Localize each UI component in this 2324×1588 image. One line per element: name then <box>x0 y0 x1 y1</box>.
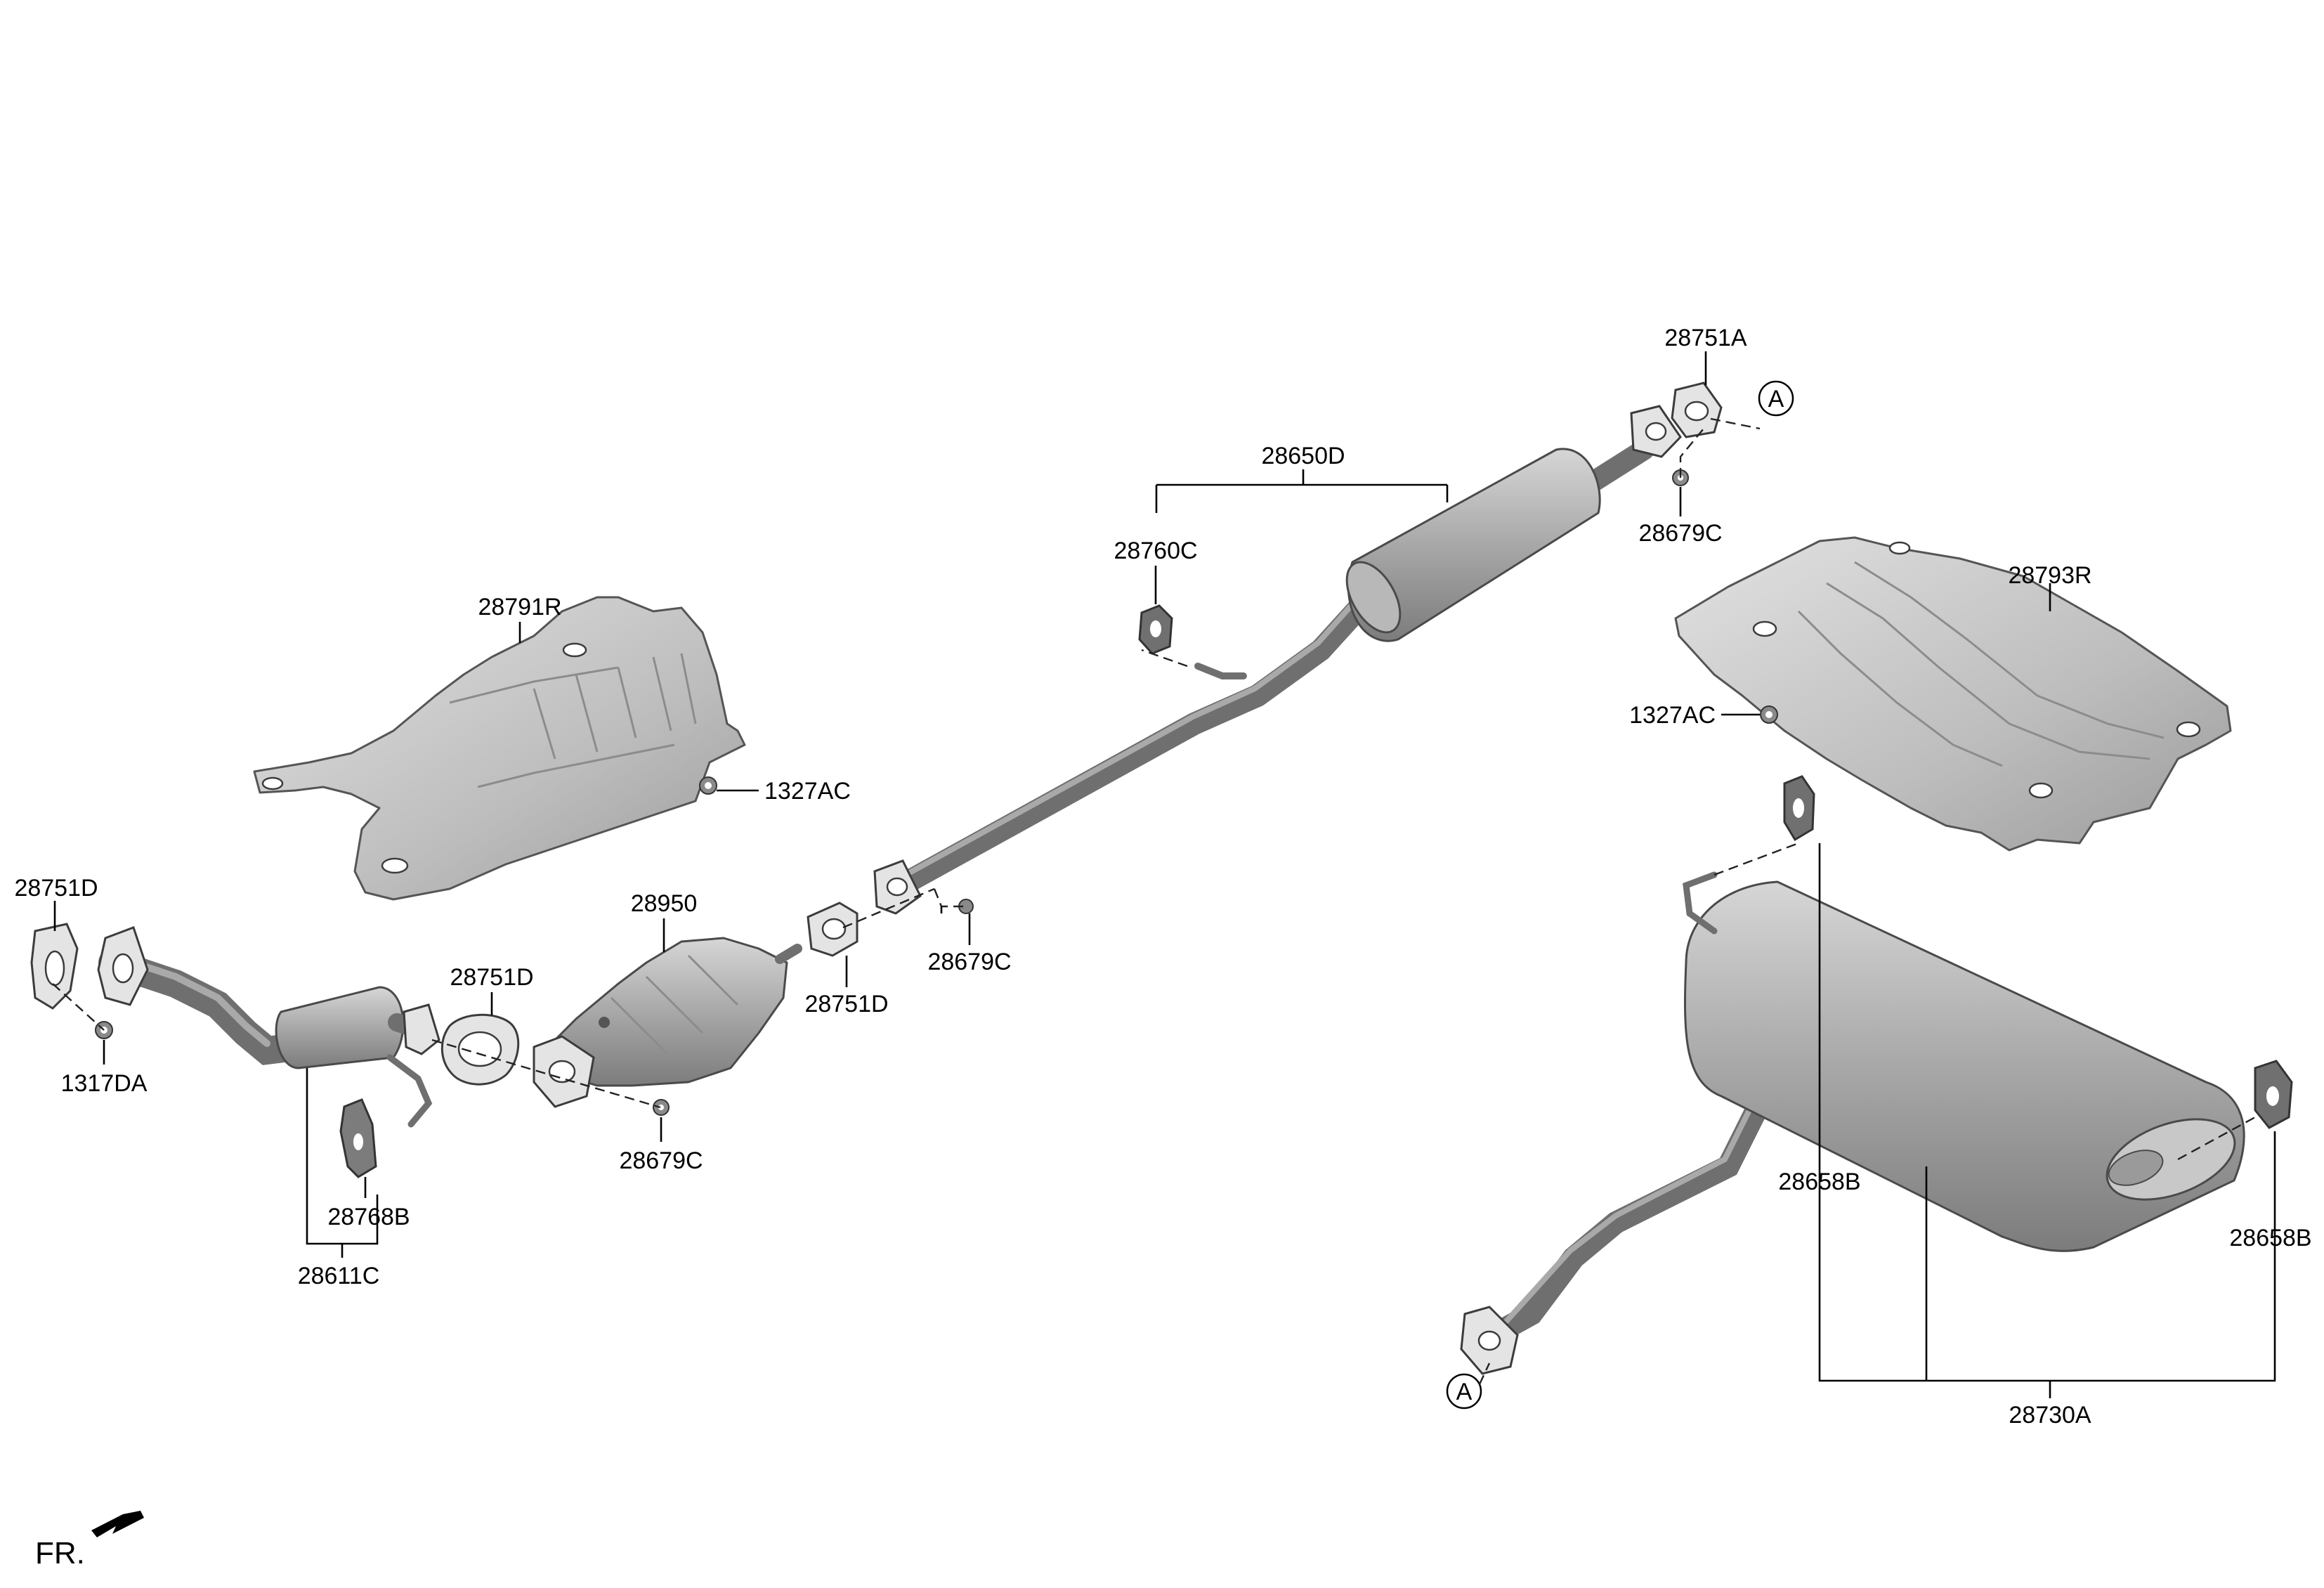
label-28751A: 28751A <box>1664 325 1747 351</box>
center-muffler-assembly-28650D <box>873 405 1682 915</box>
label-28791R: 28791R <box>478 594 561 620</box>
nut-1327AC-right <box>1760 705 1778 724</box>
front-pipe-28611C <box>97 926 440 1128</box>
label-28658B-left: 28658B <box>1778 1169 1860 1195</box>
front-direction-label: FR. <box>35 1536 85 1570</box>
gasket-28751D-center <box>807 902 859 957</box>
bracket-28768B <box>339 1098 377 1178</box>
rubber-hanger-28658B-left <box>1783 775 1815 842</box>
rubber-hanger-28760C <box>1138 604 1173 655</box>
nut-28679C-low <box>653 1099 670 1116</box>
label-1327AC-left: 1327AC <box>764 778 851 805</box>
front-direction-arrow-icon <box>91 1511 144 1537</box>
reference-marker-a-top-text: A <box>1768 386 1784 412</box>
label-28768B: 28768B <box>327 1204 410 1230</box>
rear-heat-shield-28793R <box>1674 536 2232 852</box>
reference-marker-a-bottom-text: A <box>1456 1379 1473 1405</box>
reference-marker-a-bottom: A <box>1446 1362 1491 1410</box>
label-1327AC-right: 1327AC <box>1629 702 1716 729</box>
label-28611C: 28611C <box>298 1263 380 1289</box>
rear-muffler-28730A <box>1460 871 2245 1375</box>
label-28751D-center: 28751D <box>804 991 888 1017</box>
label-28679C-center: 28679C <box>927 949 1011 975</box>
front-heat-shield-28791R <box>253 596 746 901</box>
rubber-hanger-28658B-right <box>2254 1060 2293 1129</box>
label-28760C: 28760C <box>1114 538 1197 564</box>
gasket-28751D-left <box>30 923 79 1010</box>
label-28658B-right: 28658B <box>2229 1225 2311 1251</box>
label-28730A: 28730A <box>2009 1402 2091 1428</box>
part-labels: 28751A 28650D 28679C 28760C 28793R 1327A… <box>14 325 2311 1428</box>
gasket-28751D-mid <box>440 1013 520 1086</box>
nut-1327AC-left <box>699 776 717 795</box>
label-1317DA: 1317DA <box>61 1070 148 1097</box>
front-direction-indicator: FR. <box>35 1511 144 1570</box>
reference-marker-a-top: A <box>1758 380 1794 417</box>
leader-lines <box>53 351 2276 1398</box>
catalytic-converter-28950 <box>533 937 802 1108</box>
label-28950: 28950 <box>631 890 698 917</box>
label-28751D-mid: 28751D <box>450 964 533 991</box>
label-28793R: 28793R <box>2008 562 2091 589</box>
label-28679C-low: 28679C <box>619 1147 703 1174</box>
assembly-lines <box>52 417 2256 1161</box>
gasket-28751A <box>1671 382 1723 438</box>
label-28751D-left: 28751D <box>14 875 98 902</box>
label-28650D: 28650D <box>1261 443 1345 469</box>
label-28679C-top: 28679C <box>1638 520 1722 547</box>
